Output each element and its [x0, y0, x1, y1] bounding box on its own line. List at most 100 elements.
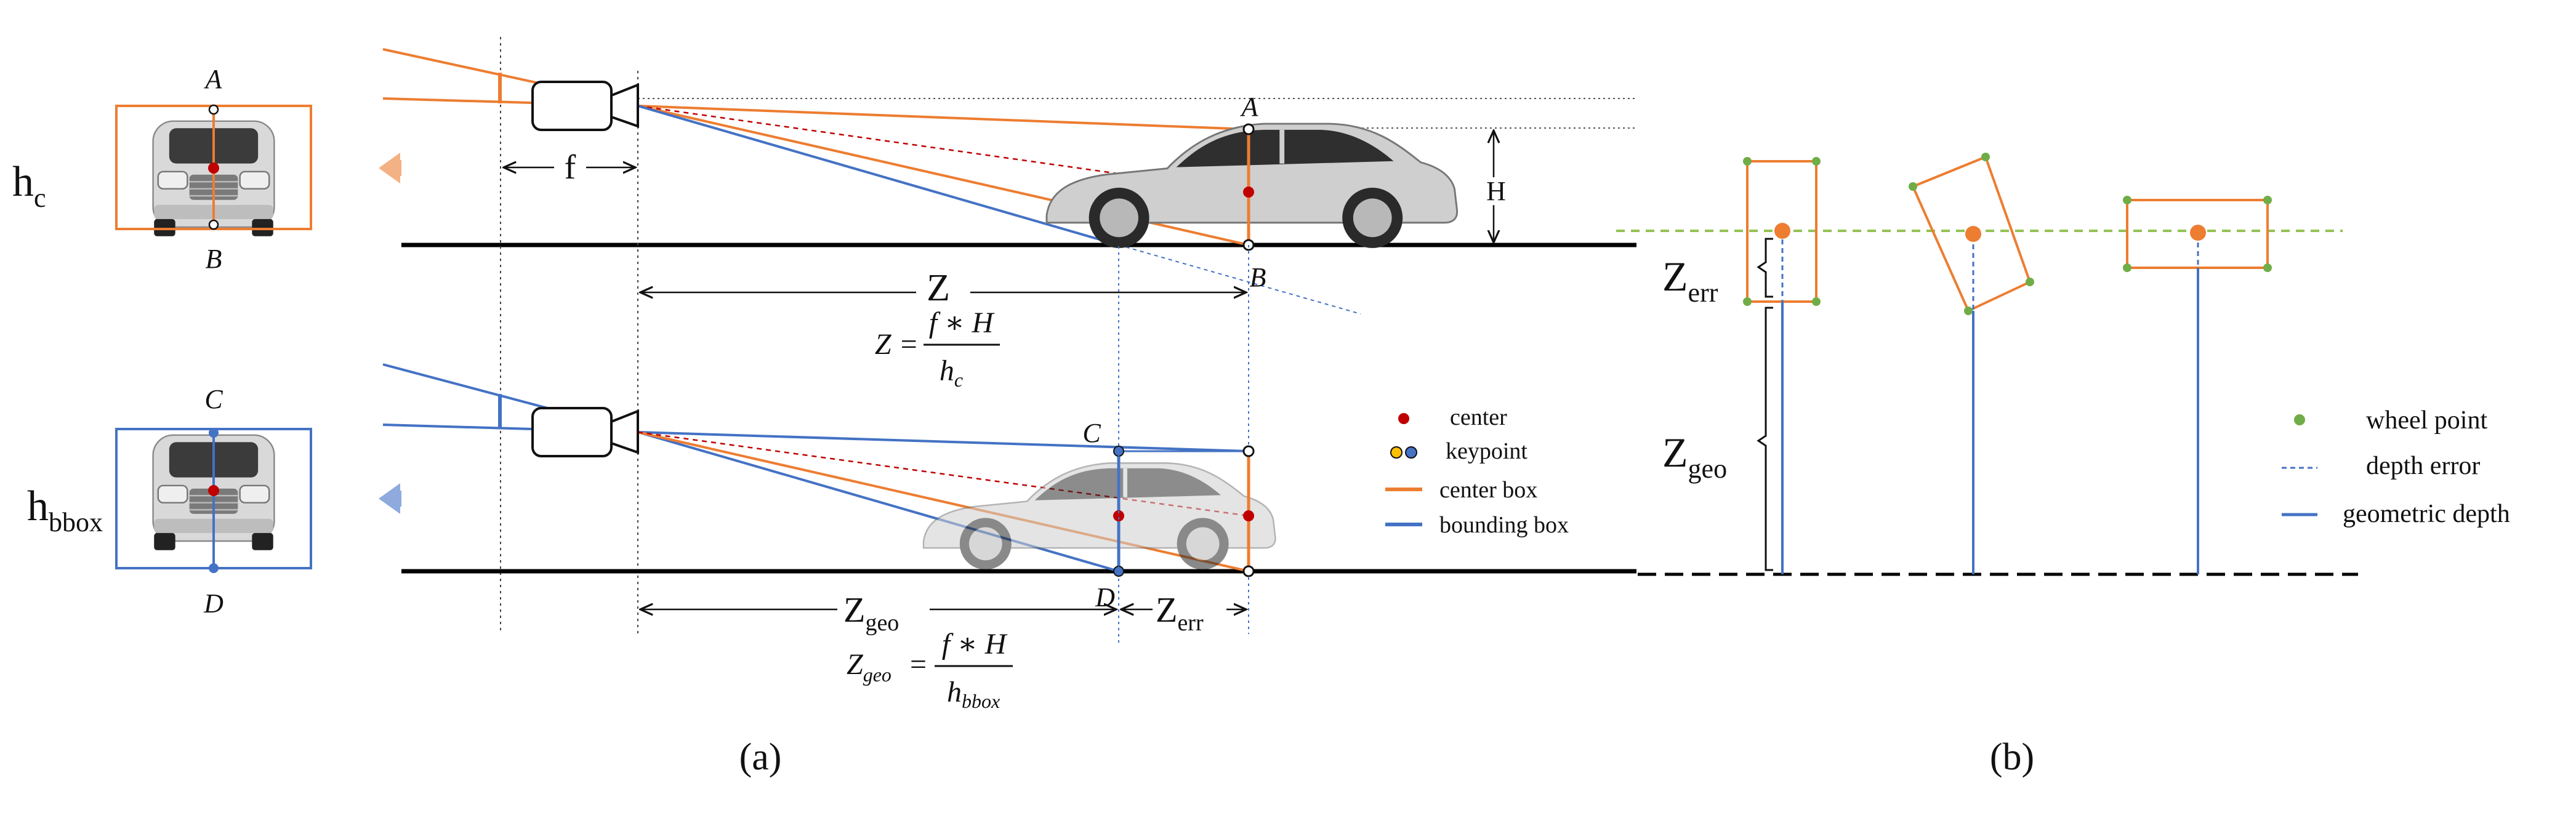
legend-a-center: center	[1450, 404, 1507, 430]
svg-text:hc: hc	[940, 355, 963, 391]
svg-text:Zgeo: Zgeo	[843, 590, 899, 636]
focal-label: f	[565, 148, 576, 187]
thumb-top: A B hc	[12, 64, 401, 274]
err-depth-label: Z	[1156, 590, 1177, 630]
green-dot-icon	[2294, 414, 2305, 425]
thumb-point-b: B	[206, 244, 222, 274]
keypoint-b	[208, 219, 219, 230]
eq-geo-eq: =	[910, 648, 927, 681]
keypoint-scene-top	[1242, 445, 1255, 457]
ray-center	[637, 105, 1249, 193]
eq-z-lhs: Z =	[875, 328, 919, 361]
svg-text:hc: hc	[12, 158, 46, 213]
wheel-point	[1812, 297, 1821, 306]
wheel-point	[1964, 307, 1973, 315]
wheel-point	[1743, 297, 1752, 306]
object-box-3	[2123, 196, 2272, 574]
scene-point-c: C	[1082, 418, 1101, 448]
err-depth-sub: err	[1177, 610, 1204, 636]
keypoint-scene-a	[1242, 123, 1255, 135]
label-hbbox-sub: bbox	[49, 507, 103, 537]
wheel-point	[2026, 278, 2034, 286]
geo-depth-sub: geo	[865, 610, 899, 636]
geo-brace	[1757, 307, 1773, 571]
label-hc: h	[12, 158, 34, 206]
center-point	[2190, 225, 2206, 241]
camera-icon	[531, 81, 639, 131]
eq-geo-lhs-sub: geo	[863, 664, 892, 686]
thumb-bottom: C D hbbox	[27, 384, 401, 619]
car-side-image	[1047, 124, 1457, 248]
wheel-point	[2263, 196, 2272, 204]
keypoint-dots-icon	[1390, 446, 1403, 459]
ray-blue-to-c	[637, 431, 1249, 452]
thumb-point-a: A	[204, 64, 223, 94]
geo-depth-label: Z	[843, 590, 865, 630]
car-side-image	[924, 463, 1275, 569]
thumb-point-c: C	[204, 384, 223, 414]
err-brace	[1757, 238, 1773, 298]
eq-geo-lhs: Z	[847, 648, 864, 681]
svg-text:Zerr: Zerr	[1156, 590, 1204, 636]
center-point	[208, 485, 219, 496]
center-point	[1965, 226, 1981, 242]
geo-sub-b: geo	[1688, 454, 1728, 484]
err-sub-b: err	[1688, 278, 1718, 308]
scene-point-d: D	[1095, 582, 1115, 612]
label-hbbox: h	[27, 483, 49, 530]
center-scene	[1243, 187, 1254, 198]
eq-geo-den: h	[947, 676, 962, 709]
center-point	[208, 163, 219, 174]
ray-blue-extension	[1118, 244, 1361, 315]
svg-text:hbbox: hbbox	[947, 676, 1000, 712]
wheel-point	[1812, 157, 1821, 166]
ray-blue	[637, 105, 1119, 246]
legend-b-geo: geometric depth	[2343, 500, 2510, 528]
wheel-point	[1981, 153, 1990, 161]
svg-text:Zgeo: Zgeo	[1662, 429, 1727, 484]
ray-center	[637, 431, 1249, 517]
err-label-b: Z	[1662, 253, 1688, 300]
eq-z-den-sub: c	[954, 369, 963, 391]
wheel-point	[2123, 263, 2131, 272]
geo-label-b: Z	[1662, 429, 1688, 476]
wheel-point	[1743, 157, 1752, 166]
scene-point-a: A	[1240, 92, 1259, 122]
keypoint-scene-bottom	[1242, 565, 1255, 577]
legend-b-error: depth error	[2366, 452, 2480, 480]
object-box-1	[1743, 157, 1821, 574]
panel-a-bottom: C D hbbox C D Zge	[27, 246, 1636, 778]
arrow-left-tail	[394, 491, 401, 507]
arrow-left-tail	[394, 160, 401, 176]
wheel-point	[1909, 182, 1917, 191]
center-point	[1774, 223, 1790, 239]
legend-a-keypoint: keypoint	[1446, 438, 1527, 464]
keypoint-c	[209, 428, 219, 438]
eq-geo-num: f ∗ H	[942, 628, 1008, 660]
legend-a-center-box: center box	[1439, 477, 1537, 503]
legend-b: wheel point depth error geometric depth	[2282, 406, 2510, 528]
legend-a: center keypoint center box bounding box	[1385, 404, 1569, 538]
label-hc-sub: c	[34, 183, 46, 213]
red-dot-icon	[1398, 413, 1409, 424]
panel-a-top: A B hc	[12, 37, 1636, 634]
panel-b: Zerr Zgeo wheel point depth error geomet…	[1616, 153, 2510, 778]
eq-z-num: f ∗ H	[929, 307, 995, 339]
eq-z-den: h	[940, 355, 954, 387]
equation-zgeo: Zgeo = f ∗ H hbbox	[847, 628, 1013, 712]
keypoint-a	[208, 104, 219, 115]
thumb-point-d: D	[203, 588, 223, 619]
svg-text:Zgeo: Zgeo	[847, 648, 892, 686]
wheel-point	[2123, 196, 2131, 204]
scene-point-b: B	[1250, 262, 1266, 292]
svg-text:Zerr: Zerr	[1662, 253, 1718, 308]
svg-text:hbbox: hbbox	[27, 483, 103, 537]
center-scene-bbox	[1113, 510, 1124, 521]
caption-b: (b)	[1990, 736, 2034, 778]
caption-a: (a)	[739, 736, 782, 778]
equation-z: Z = f ∗ H hc	[875, 307, 1000, 391]
ray-orange-to-a	[637, 105, 1249, 130]
camera-icon	[531, 407, 639, 457]
legend-b-wheel: wheel point	[2366, 406, 2487, 435]
